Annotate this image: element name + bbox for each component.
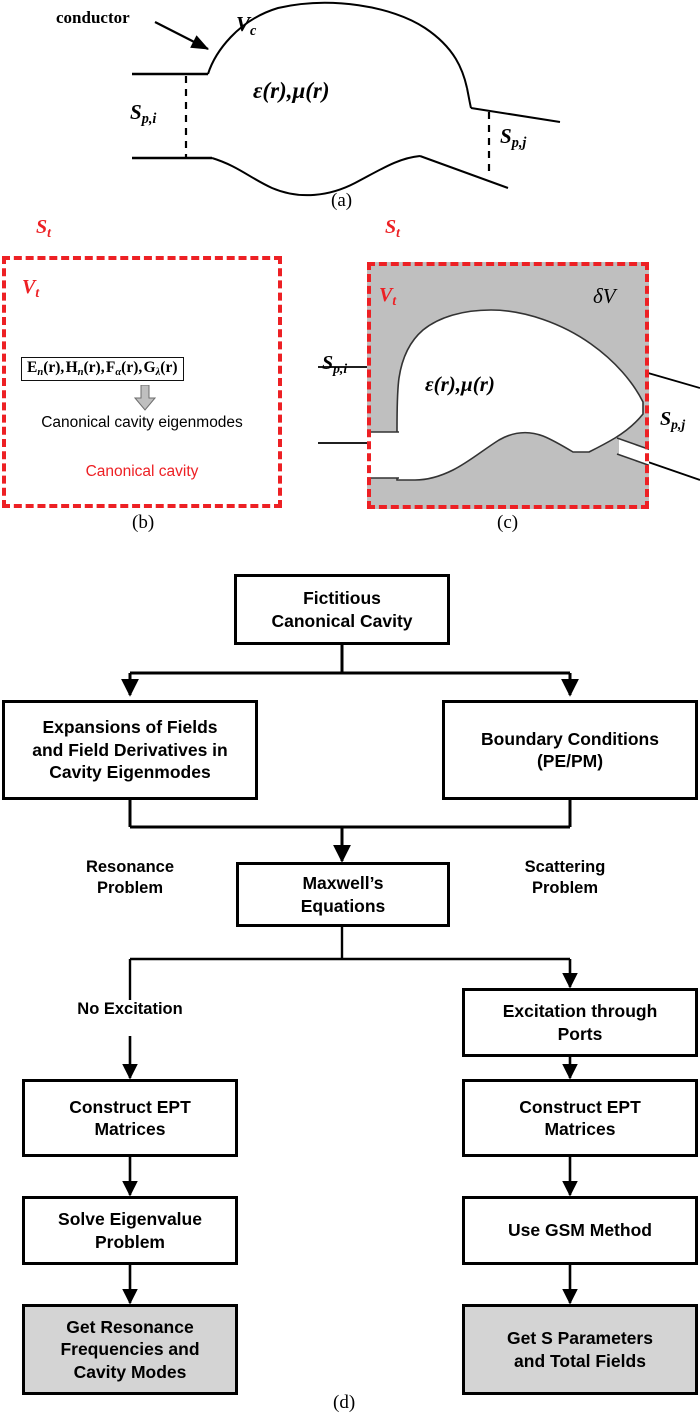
cavity-volume-label: Vc (236, 12, 257, 39)
panel-a-drawing (132, 1, 561, 197)
panel-a-cavity-geometry: conductor Vc ε(r),μ(r) Sp,i Sp,j (a) (0, 0, 700, 215)
eigen-term-G: Gλ(r) (143, 359, 178, 378)
panel-b-surface-label: St (36, 216, 51, 240)
port-j-lower-wall (419, 155, 509, 189)
panel-c-port-j-label: Sp,j (660, 408, 686, 432)
panel-a-port-j-label: Sp,j (500, 124, 527, 151)
panel-c-inner-cavity (396, 309, 644, 481)
panel-c-volume-label: Vt (379, 284, 397, 308)
panel-c-port-j-lower-wall (647, 461, 700, 481)
cavity-top-outline (207, 1, 468, 89)
conductor-label: conductor (56, 8, 130, 27)
port-j-upper-wall (470, 107, 561, 123)
panel-b-caption: (b) (132, 512, 155, 533)
panel-a-material-label: ε(r),μ(r) (253, 78, 330, 103)
flowbox-use-gsm-method[interactable]: Use GSM Method (462, 1196, 698, 1265)
panel-c-port-j-upper-wall (647, 372, 700, 389)
panel-c-delta-volume-label: δV (593, 284, 616, 308)
panel-c-port-lines (318, 366, 700, 481)
edge-label-no-excitation: No Excitation (77, 1000, 183, 1018)
eigenmodes-caption: Canonical cavity eigenmodes (41, 414, 243, 431)
eigen-term-H: Hn(r) (65, 359, 101, 378)
panel-a-port-i-label: Sp,i (130, 100, 157, 127)
panel-c-caption: (c) (497, 512, 519, 533)
cavity-right-shoulder (466, 87, 472, 109)
panel-c-dashed-border (367, 262, 649, 509)
panel-c-port-i-label: Sp,i (322, 352, 348, 376)
down-arrow-icon (134, 385, 156, 411)
panel-c-final-render (367, 262, 649, 509)
conductor-pointer-arrow (154, 21, 209, 50)
panel-b-volume-label: Vt (22, 276, 40, 300)
canonical-cavity-caption: Canonical cavity (85, 463, 199, 480)
flowbox-boundary-conditions[interactable]: Boundary Conditions(PE/PM) (442, 700, 698, 800)
cavity-bottom-outline (211, 155, 421, 197)
eigenmode-formula-box: En(r), Hn(r), Fα(r), Gλ(r) (21, 357, 184, 381)
panel-c-material-label: ε(r),μ(r) (425, 372, 495, 396)
panel-a-caption: (a) (331, 190, 353, 211)
panel-b-canonical-cavity: Vt En(r), Hn(r), Fα(r), Gλ(r) Canonical … (2, 256, 282, 508)
panel-c-port-i-gap (367, 432, 399, 478)
panel-c-port-j-gap (619, 438, 649, 466)
eigen-term-F: Fα(r) (105, 359, 139, 378)
panel-d-caption: (d) (333, 1392, 356, 1413)
panel-c-surface-label: St (385, 216, 400, 240)
panel-c-canonical-cavity-filled: Vt δV ε(r),μ(r) (367, 262, 649, 509)
eigen-term-E: En(r) (27, 359, 61, 378)
